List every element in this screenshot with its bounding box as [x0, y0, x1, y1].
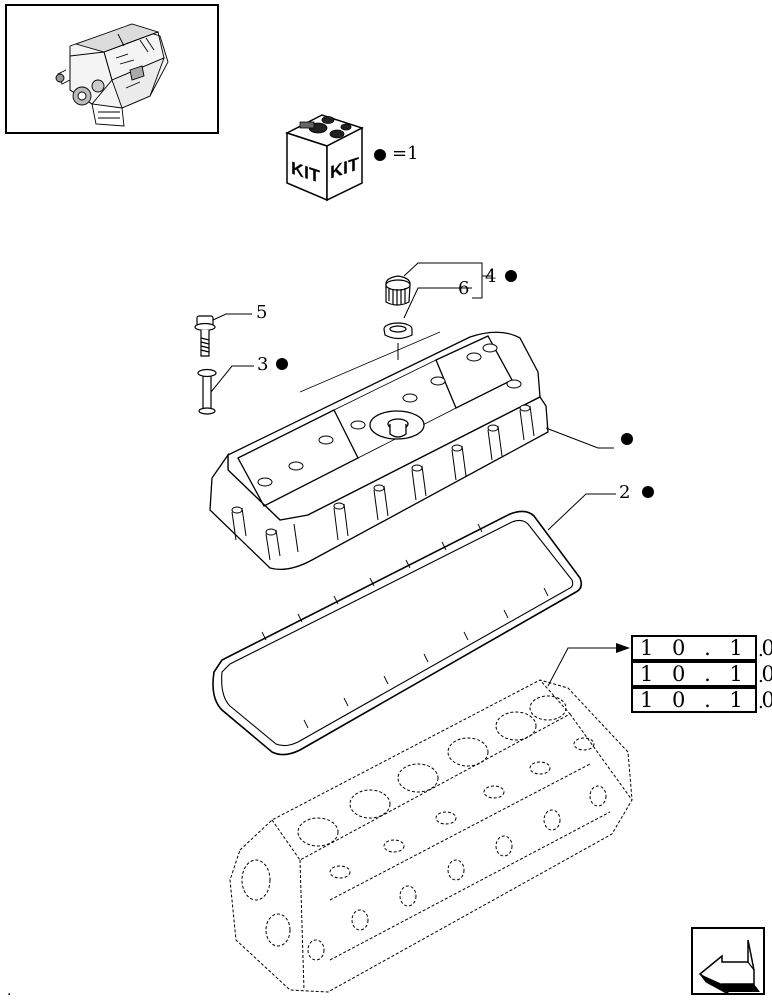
cylinder-head-reference[interactable]: [229, 679, 633, 993]
cover-dot: [621, 433, 633, 445]
callout-5: 5: [256, 302, 267, 323]
leader-4-6: [403, 262, 492, 319]
reference-row-1[interactable]: 1 0 . 1 0 1 .: [631, 635, 772, 661]
callout-3-dot: [276, 358, 288, 370]
cap-seal-ring[interactable]: [383, 322, 413, 340]
spacer-sleeve[interactable]: [197, 368, 217, 415]
valve-cover-gasket[interactable]: [212, 510, 583, 756]
kit-legend-text: =1: [392, 143, 419, 164]
engine-thumbnail-icon: [55, 23, 169, 127]
callout-4: 4: [485, 266, 496, 287]
leader-cover: [545, 427, 614, 449]
valve-cover[interactable]: [209, 331, 549, 571]
reference-row-3[interactable]: 1 0 . 1 0 1 .: [631, 687, 772, 713]
reference-code-1: 1 0 . 1 0 1: [640, 636, 772, 660]
leader-5: [212, 313, 252, 321]
engine-thumbnail[interactable]: [5, 4, 219, 134]
leader-2: [547, 493, 616, 531]
previous-page-arrow-icon[interactable]: [691, 927, 765, 995]
kit-box-icon[interactable]: KIT KIT: [285, 114, 364, 202]
reference-suffix-3: .: [758, 692, 764, 713]
bolt[interactable]: [194, 315, 216, 357]
reference-suffix-1: .: [758, 640, 764, 661]
reference-suffix-2: .: [758, 666, 764, 687]
reference-table: 1 0 . 1 0 1 . 1 0 . 1 0 1 . 1 0 . 1 0 1 …: [631, 635, 772, 713]
oil-filler-cap[interactable]: [385, 275, 411, 306]
reference-row-2[interactable]: 1 0 . 1 0 1 .: [631, 661, 772, 687]
reference-code-3: 1 0 . 1 0 1: [640, 688, 772, 712]
callout-6: 6: [458, 278, 469, 299]
leader-3: [210, 365, 254, 393]
callout-3: 3: [257, 354, 268, 375]
callout-2: 2: [619, 482, 630, 503]
reference-code-2: 1 0 . 1 0 1: [640, 662, 772, 686]
callout-2-dot: [642, 486, 654, 498]
footer-mark: .: [7, 983, 11, 999]
filled-circle-icon: [374, 149, 386, 161]
callout-4-dot: [505, 270, 517, 282]
leader-reference: [547, 643, 630, 687]
